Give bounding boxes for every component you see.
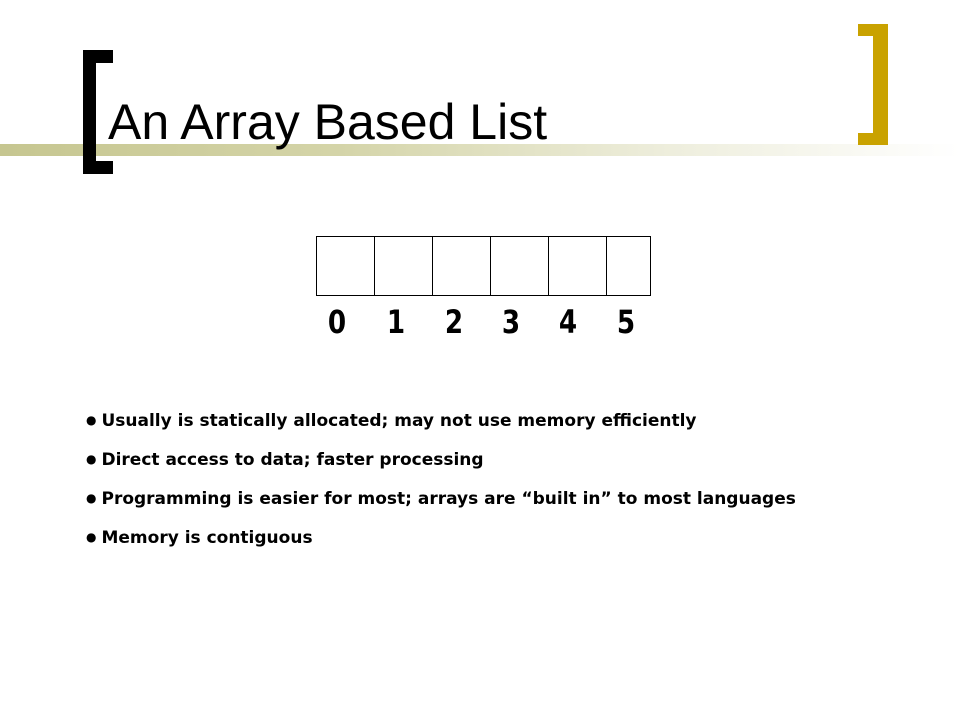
left-bracket-top	[83, 50, 113, 63]
bullet-text: Programming is easier for most; arrays a…	[101, 489, 796, 509]
array-cell-3	[491, 237, 549, 295]
bullet-item: ● Programming is easier for most; arrays …	[86, 488, 946, 509]
left-bracket-vertical	[83, 50, 96, 174]
header-band	[0, 144, 960, 156]
array-index-3: 3	[501, 303, 521, 341]
array-diagram	[316, 236, 651, 296]
bullet-item: ● Direct access to data; faster processin…	[86, 449, 946, 470]
array-index-1: 1	[386, 303, 406, 341]
right-bracket-bottom	[858, 133, 888, 145]
array-index-2: 2	[444, 303, 464, 341]
left-bracket-bottom	[83, 161, 113, 174]
bullet-dot-icon: ●	[86, 491, 97, 505]
array-index-4: 4	[558, 303, 578, 341]
bullet-text: Usually is statically allocated; may not…	[101, 411, 697, 431]
slide-title: An Array Based List	[108, 94, 548, 150]
bullet-list: ● Usually is statically allocated; may no…	[86, 410, 946, 566]
bullet-item: ● Usually is statically allocated; may no…	[86, 410, 946, 431]
array-cell-0	[317, 237, 375, 295]
array-index-5: 5	[616, 303, 636, 341]
array-cell-5	[607, 237, 650, 295]
bullet-dot-icon: ●	[86, 413, 97, 427]
bullet-dot-icon: ●	[86, 530, 97, 544]
bullet-text: Direct access to data; faster processing	[101, 450, 484, 470]
bullet-item: ● Memory is contiguous	[86, 527, 946, 548]
right-bracket-top	[858, 24, 888, 36]
bullet-text: Memory is contiguous	[101, 528, 313, 548]
array-cell-4	[549, 237, 607, 295]
array-cell-1	[375, 237, 433, 295]
bullet-dot-icon: ●	[86, 452, 97, 466]
array-cell-2	[433, 237, 491, 295]
array-index-0: 0	[327, 303, 347, 341]
right-bracket-vertical	[873, 24, 888, 145]
